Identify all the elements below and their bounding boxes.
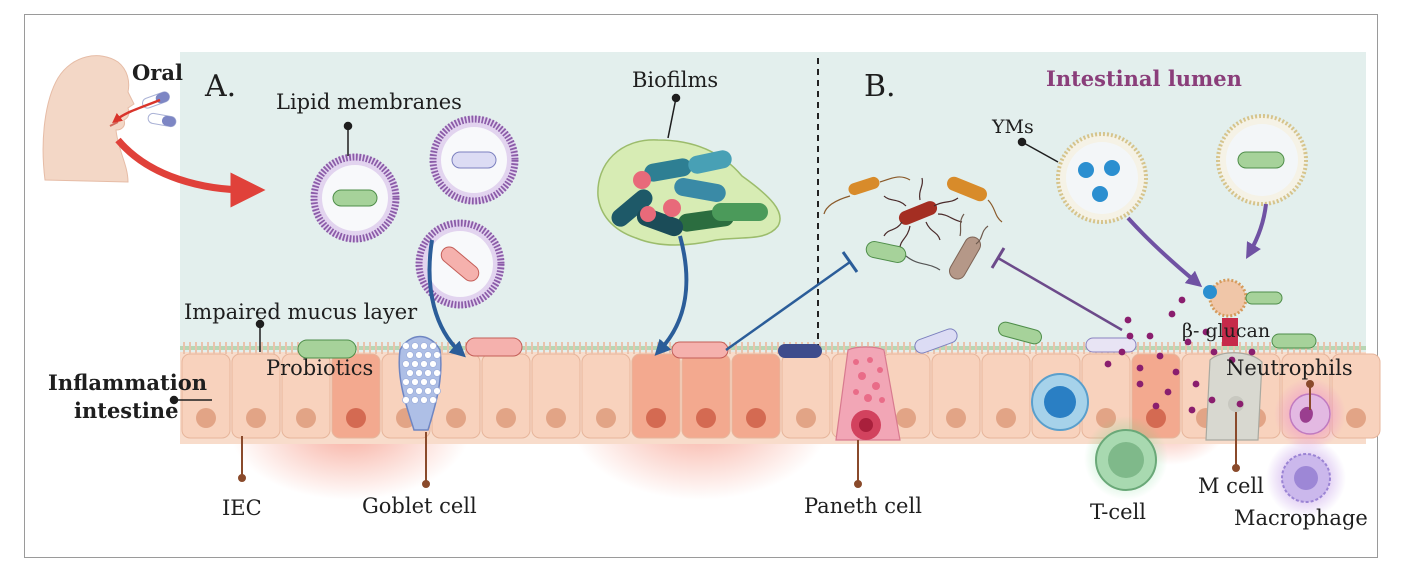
cell-nucleus xyxy=(596,408,616,428)
cell-nucleus xyxy=(196,408,216,428)
lipid-vesicle xyxy=(429,115,519,205)
label-t-cell: T-cell xyxy=(1090,500,1147,524)
cell-nucleus xyxy=(1146,408,1166,428)
cell-nucleus xyxy=(446,408,466,428)
m-cell xyxy=(1205,352,1263,441)
label-intestinal-lumen: Intestinal lumen xyxy=(1046,66,1242,91)
inhibition-bar xyxy=(841,251,859,273)
probiotic-icon xyxy=(465,337,523,357)
paneth-cell xyxy=(835,346,901,441)
label-inflammation: Inflammation xyxy=(48,370,207,395)
label-impaired-mucus-layer: Impaired mucus layer xyxy=(184,300,418,324)
label-m-cell: M cell xyxy=(1198,474,1264,498)
bacteria-small xyxy=(998,321,1042,345)
t-cell-nucleus xyxy=(1108,442,1144,478)
label-intestine: intestine xyxy=(74,398,179,423)
cell-nucleus xyxy=(1346,408,1366,428)
inhibition-line xyxy=(725,260,851,352)
cell-nucleus xyxy=(246,408,266,428)
probiotic-icon xyxy=(671,341,729,359)
bacteria-small xyxy=(1271,333,1317,349)
cell-nucleus xyxy=(296,408,316,428)
epithelial-cell xyxy=(731,353,781,439)
label-yms: YMs xyxy=(992,116,1034,138)
label-iec: IEC xyxy=(222,496,262,520)
probiotic-icon xyxy=(297,339,357,359)
cell-nucleus xyxy=(346,408,366,428)
yeast-microcapsule xyxy=(1056,132,1148,224)
pathogen-bacteria xyxy=(823,176,911,215)
cell-nucleus xyxy=(546,408,566,428)
cell-nucleus xyxy=(796,408,816,428)
ym-inhibition-line xyxy=(997,256,1123,332)
cell-nucleus xyxy=(746,408,766,428)
label-macrophage: Macrophage xyxy=(1234,506,1368,530)
biofilm-icon xyxy=(597,139,781,246)
lipid-vesicle xyxy=(415,219,505,309)
epithelial-cell xyxy=(331,353,381,439)
pathogen-bacteria xyxy=(949,213,989,280)
cell-pointers xyxy=(238,380,1314,488)
label-lipid-membranes: Lipid membranes xyxy=(276,90,462,114)
cell-nucleus xyxy=(996,408,1016,428)
probiotic-icon xyxy=(778,344,822,358)
vesicle-delivery-arrow xyxy=(427,239,466,358)
human-head-icon xyxy=(42,55,135,183)
neutrophil-nucleus xyxy=(1299,406,1313,423)
panel-a-label: A. xyxy=(205,69,237,104)
capsule-icons xyxy=(142,91,177,128)
yeast-microcapsule xyxy=(1216,114,1308,206)
label-neutrophils: Neutrophils xyxy=(1226,356,1353,380)
pathogen-bacteria xyxy=(883,177,963,249)
bacteria-small xyxy=(914,328,958,354)
label-beta-glucan: β- glucan xyxy=(1182,320,1271,342)
cell-nucleus xyxy=(646,408,666,428)
ym-uptake-arrow xyxy=(1246,203,1268,259)
oral-intake-arrow xyxy=(112,98,161,124)
panel-b-label: B. xyxy=(864,69,896,104)
label-oral: Oral xyxy=(132,60,183,85)
cell-nucleus xyxy=(696,408,716,428)
cell-nucleus xyxy=(896,408,916,428)
ym-uptake-arrow xyxy=(1126,216,1203,288)
pathogen-bacteria xyxy=(947,176,1003,223)
label-goblet-cell: Goblet cell xyxy=(362,494,477,518)
goblet-cell xyxy=(398,335,442,431)
cytokine-dots xyxy=(1104,296,1256,414)
pathogen-bacteria xyxy=(865,241,941,271)
immune-cell-blue-nucleus xyxy=(1044,386,1076,418)
cell-nucleus xyxy=(496,408,516,428)
delivery-arrow xyxy=(115,137,266,208)
label-probiotics: Probiotics xyxy=(266,356,374,380)
lipid-vesicle xyxy=(310,153,400,243)
epithelial-cell xyxy=(181,353,231,439)
label-paneth-cell: Paneth cell xyxy=(804,494,922,518)
biofilm-delivery-arrow xyxy=(654,235,689,356)
bacteria-small xyxy=(1085,337,1137,353)
epithelial-cell xyxy=(931,353,981,439)
epithelial-cell xyxy=(581,353,631,439)
label-pointers xyxy=(169,93,1059,405)
macrophage-nucleus xyxy=(1294,466,1318,490)
cell-nucleus xyxy=(946,408,966,428)
ym-inhibition-bar xyxy=(990,247,1006,269)
label-biofilms: Biofilms xyxy=(632,68,719,92)
beta-glucan-receptor-icon xyxy=(1203,278,1283,346)
